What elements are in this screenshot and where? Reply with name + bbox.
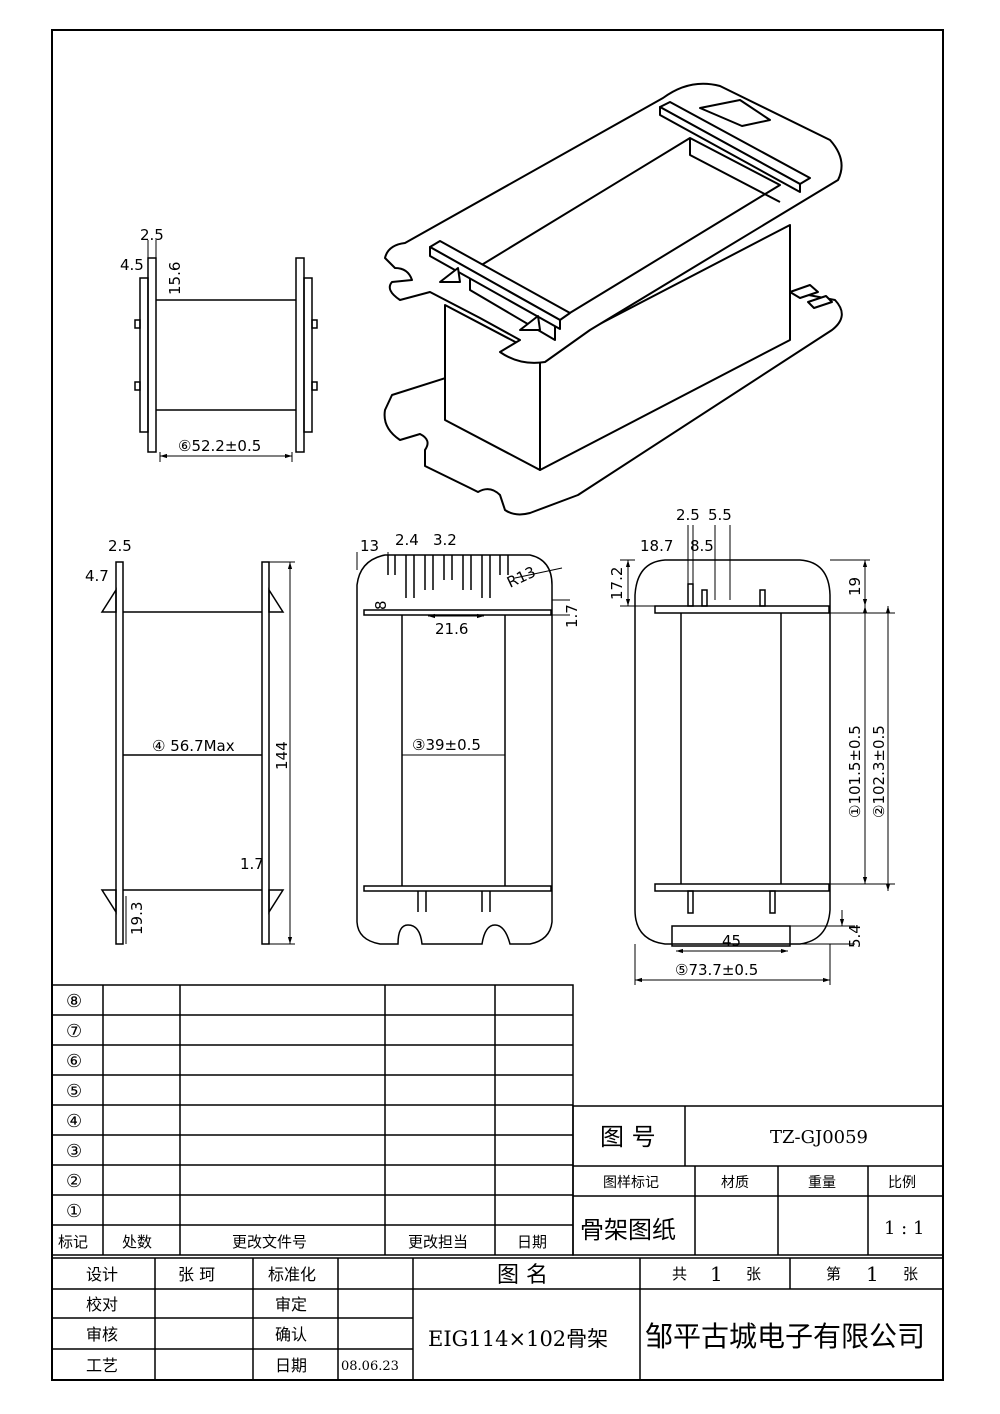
confirm-label: 确认 xyxy=(275,1325,307,1344)
front-view xyxy=(100,561,295,945)
designer-name: 张 珂 xyxy=(178,1265,215,1284)
rev-header-owner: 更改担当 xyxy=(408,1233,468,1251)
rev-mark-4: ④ xyxy=(66,1111,82,1132)
company-name: 邹平古城电子有限公司 xyxy=(645,1320,925,1353)
side-view xyxy=(134,240,318,462)
mark-label: 图样标记 xyxy=(603,1175,659,1191)
page-label: 第 xyxy=(826,1265,841,1283)
right-dim-55: 5.5 xyxy=(708,506,732,524)
middle-dim-13: 13 xyxy=(360,537,379,555)
right-dim-54: 5.4 xyxy=(846,924,864,948)
middle-dim-216: 21.6 xyxy=(435,620,468,638)
front-dim-lip: 1.7 xyxy=(240,855,264,873)
middle-dim-window: ③39±0.5 xyxy=(412,736,481,754)
total-value: 1 xyxy=(710,1262,723,1286)
revision-table xyxy=(51,984,574,1256)
front-dim-slot: 2.5 xyxy=(108,537,132,555)
right-view xyxy=(620,525,895,985)
right-dim-25: 2.5 xyxy=(676,506,700,524)
front-dim-flange: 4.7 xyxy=(85,567,109,585)
middle-dim-32: 3.2 xyxy=(433,531,457,549)
side-dim-width: ⑥52.2±0.5 xyxy=(178,437,261,455)
rev-mark-6: ⑥ xyxy=(66,1051,82,1072)
date-label: 日期 xyxy=(275,1356,307,1375)
isometric-view xyxy=(383,82,843,516)
part-name: EIG114×102骨架 xyxy=(428,1327,608,1351)
drawing-type: 骨架图纸 xyxy=(580,1216,676,1244)
rev-header-mark: 标记 xyxy=(58,1233,88,1251)
right-dim-1015: ①101.5±0.5 xyxy=(846,725,864,818)
middle-view xyxy=(356,552,570,945)
check-label: 校对 xyxy=(86,1295,118,1314)
design-label: 设计 xyxy=(86,1265,118,1284)
review-label: 审定 xyxy=(275,1295,307,1314)
page-unit: 张 xyxy=(903,1265,918,1283)
rev-mark-3: ③ xyxy=(66,1141,82,1162)
right-dim-172: 17.2 xyxy=(608,567,626,600)
middle-dim-r13: R13 xyxy=(504,563,538,592)
drawing-no-label: 图 号 xyxy=(600,1123,656,1151)
total-unit: 张 xyxy=(746,1265,761,1283)
front-dim-height: 144 xyxy=(273,741,291,770)
front-dim-core: ④ 56.7Max xyxy=(152,737,235,755)
material-label: 材质 xyxy=(721,1175,749,1191)
process-label: 工艺 xyxy=(86,1356,118,1375)
scale-label: 比例 xyxy=(888,1175,916,1191)
middle-dim-8: 8 xyxy=(372,600,390,610)
rev-mark-8: ⑧ xyxy=(66,991,82,1012)
drawing-no: TZ-GJ0059 xyxy=(770,1127,868,1148)
middle-dim-17: 1.7 xyxy=(563,604,581,628)
right-dim-737: ⑤73.7±0.5 xyxy=(675,961,758,979)
rev-mark-7: ⑦ xyxy=(66,1021,82,1042)
standard-label: 标准化 xyxy=(268,1265,316,1284)
right-dim-1023: ②102.3±0.5 xyxy=(870,725,888,818)
side-dim-flange: 4.5 xyxy=(120,256,144,274)
right-dim-45: 45 xyxy=(722,932,741,950)
right-dim-19: 19 xyxy=(846,577,864,596)
title-block xyxy=(51,1105,944,1381)
audit-label: 审核 xyxy=(86,1325,118,1344)
rev-header-date: 日期 xyxy=(517,1233,547,1251)
front-dim-bottom: 19.3 xyxy=(128,902,146,935)
page-value: 1 xyxy=(866,1262,879,1286)
rev-header-count: 处数 xyxy=(122,1233,152,1251)
rev-mark-1: ① xyxy=(66,1201,82,1222)
scale-value: 1 : 1 xyxy=(884,1218,924,1239)
middle-dim-24: 2.4 xyxy=(395,531,419,549)
rev-header-doc: 更改文件号 xyxy=(232,1233,307,1251)
rev-mark-5: ⑤ xyxy=(66,1081,82,1102)
date-value: 08.06.23 xyxy=(341,1359,399,1374)
name-label: 图 名 xyxy=(497,1263,548,1288)
side-dim-height: 15.6 xyxy=(166,262,184,295)
rev-mark-2: ② xyxy=(66,1171,82,1192)
weight-label: 重量 xyxy=(808,1175,836,1191)
right-dim-85: 8.5 xyxy=(690,537,714,555)
total-label: 共 xyxy=(672,1265,687,1283)
side-dim-slot: 2.5 xyxy=(140,226,164,244)
right-dim-187: 18.7 xyxy=(640,537,673,555)
